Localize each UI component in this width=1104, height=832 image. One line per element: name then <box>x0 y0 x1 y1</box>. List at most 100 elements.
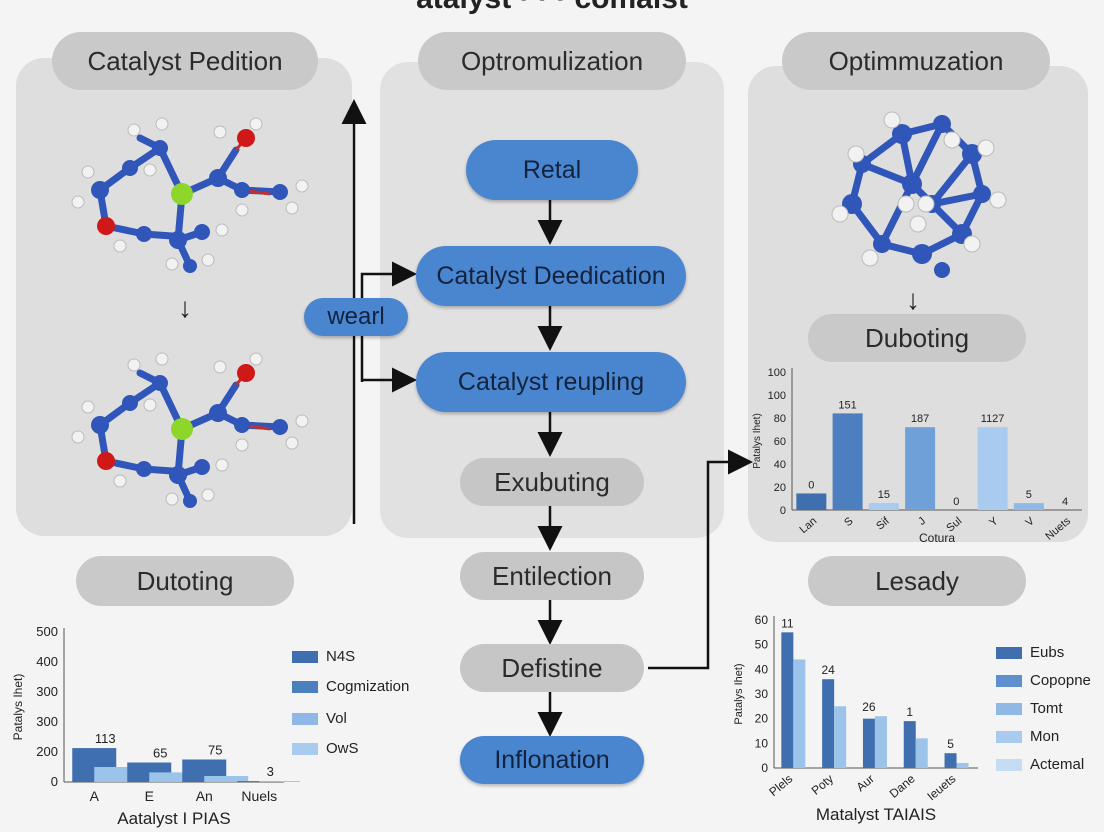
y-tick-label: 20 <box>774 482 786 494</box>
legend-item: OwS <box>292 740 359 757</box>
data-label: 75 <box>208 743 222 758</box>
side-label-pill: wearl <box>304 298 408 336</box>
y-axis-label: Patalys Ihet) <box>11 674 25 741</box>
x-axis-label: Cotura <box>919 531 955 545</box>
y-tick-label: 200 <box>36 744 58 759</box>
flow-step-2: Catalyst Deedication <box>416 246 686 306</box>
y-tick-label: 80 <box>774 413 786 425</box>
flow-step-1: Retal <box>466 140 638 200</box>
bar <box>149 772 194 782</box>
x-tick-label: E <box>145 788 154 804</box>
legend-item: Eubs <box>996 644 1064 661</box>
x-tick-label: Y <box>987 515 1001 529</box>
molecule-bottom <box>71 352 309 508</box>
legend-item: Mon <box>996 728 1059 745</box>
y-tick-label: 0 <box>761 761 768 775</box>
y-tick-label: 500 <box>36 624 58 639</box>
data-label: 15 <box>878 489 890 501</box>
down-arrow-icon: ↓ <box>906 284 920 315</box>
legend-item: Vol <box>292 710 347 727</box>
right-mid-label: Duboting <box>808 314 1026 362</box>
left-bottom-label: Dutoting <box>76 556 294 606</box>
x-tick-label: J <box>916 515 928 528</box>
legend-label: Cogmization <box>326 678 410 695</box>
x-tick-label: An <box>196 788 213 804</box>
bar <box>834 706 847 768</box>
bar <box>1013 503 1044 510</box>
data-label: 26 <box>862 700 876 714</box>
y-tick-label: 30 <box>755 687 769 701</box>
data-label: 4 <box>1062 496 1068 508</box>
legend-item: Copopne <box>996 672 1091 689</box>
bar <box>874 716 887 768</box>
bar <box>796 493 827 510</box>
legend-item: Actemal <box>996 756 1084 773</box>
legend-label: Copopne <box>1030 672 1091 689</box>
bar <box>832 413 863 510</box>
data-label: 187 <box>911 413 929 425</box>
molecule-top <box>71 117 309 273</box>
x-tick-label: Aur <box>854 772 877 795</box>
data-label: 1 <box>906 705 913 719</box>
right-panel-header: Optimmuzation <box>782 32 1050 90</box>
x-axis-label: Aatalyst I PIAS <box>117 809 230 828</box>
left-panel <box>16 58 352 536</box>
flow-step-3: Catalyst reupling <box>416 352 686 412</box>
bar <box>903 721 916 768</box>
y-tick-label: 0 <box>51 774 58 789</box>
bar <box>793 659 806 768</box>
legend-label: Eubs <box>1030 644 1065 661</box>
x-axis-label: Matalyst TAIAIS <box>816 805 936 824</box>
y-tick-label: 20 <box>755 712 769 726</box>
bar <box>259 781 300 782</box>
bar <box>956 763 969 768</box>
flow-step-7: Inflonation <box>460 736 644 784</box>
x-tick-label: Nuels <box>241 788 277 804</box>
y-tick-label: 100 <box>768 367 786 379</box>
flow-step-5: Entilection <box>460 552 644 600</box>
data-label: 113 <box>95 731 116 746</box>
legend-item: Cogmization <box>292 678 409 695</box>
data-label: 0 <box>953 496 959 508</box>
flow-step-4: Exubuting <box>460 458 644 506</box>
bar <box>822 679 835 768</box>
x-tick-label: Lan <box>798 515 820 536</box>
bar <box>915 738 928 768</box>
middle-panel-header: Optromulization <box>418 32 686 90</box>
y-tick-label: 50 <box>755 638 769 652</box>
bar <box>905 427 936 510</box>
legend-label: OwS <box>326 740 359 757</box>
y-tick-label: 0 <box>780 505 786 517</box>
bar <box>781 632 794 768</box>
legend-label: Vol <box>326 710 347 727</box>
y-tick-label: 60 <box>774 436 786 448</box>
right-bottom-label: Lesady <box>808 556 1026 606</box>
x-tick-label: Dane <box>887 771 918 800</box>
legend-item: Tomt <box>996 700 1063 717</box>
legend-label: Tomt <box>1030 700 1063 717</box>
y-tick-label: 300 <box>36 684 58 699</box>
bar <box>977 427 1008 510</box>
left-panel-header: Catalyst Pedition <box>52 32 318 90</box>
x-tick-label: Plels <box>766 772 795 799</box>
x-tick-label: Ieuets <box>924 772 958 804</box>
legend-label: N4S <box>326 648 356 665</box>
data-label: 5 <box>1026 489 1032 501</box>
y-tick-label: 10 <box>755 736 769 750</box>
x-tick-label: V <box>1023 515 1037 529</box>
x-tick-label: A <box>90 788 100 804</box>
molecule-cluster <box>831 111 1007 278</box>
data-label: 3 <box>267 764 274 779</box>
data-label: 0 <box>808 479 814 491</box>
bar <box>944 753 957 768</box>
legend-label: Mon <box>1030 728 1060 745</box>
x-tick-label: Poty <box>809 772 836 798</box>
down-arrow-icon: ↓ <box>178 292 192 323</box>
bar <box>862 718 875 768</box>
data-label: 5 <box>947 737 954 751</box>
x-tick-label: S <box>842 515 855 529</box>
data-label: 1127 <box>981 413 1005 425</box>
data-label: 65 <box>153 746 167 761</box>
